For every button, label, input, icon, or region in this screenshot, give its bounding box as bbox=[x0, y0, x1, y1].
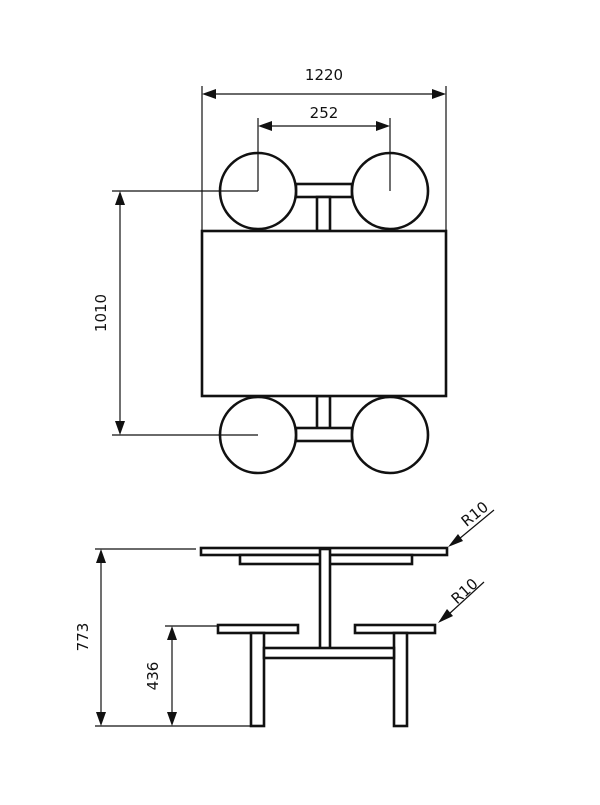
label-seat-radius: R10 bbox=[448, 575, 482, 608]
label-depth: 1010 bbox=[92, 294, 110, 332]
arrowhead-width-left bbox=[202, 89, 216, 99]
callout-seat-radius: R10 bbox=[438, 575, 485, 623]
dimension-table-height: 773 bbox=[74, 548, 251, 727]
leader-table-radius bbox=[458, 509, 495, 540]
label-seat-height: 436 bbox=[144, 662, 162, 691]
arrowhead-depth-bottom bbox=[115, 421, 125, 435]
label-seat-spacing: 252 bbox=[310, 104, 339, 122]
plan-frame-top bbox=[294, 182, 354, 233]
plan-seat-bottom-right bbox=[350, 395, 430, 475]
plan-view: 1220 252 1010 bbox=[92, 66, 448, 475]
plan-stem-bottom bbox=[315, 394, 332, 432]
plan-table-top bbox=[200, 229, 448, 398]
arrowhead-seat-radius bbox=[438, 609, 453, 623]
elevation-frame-rail bbox=[262, 646, 396, 660]
callout-table-radius: R10 bbox=[448, 498, 495, 547]
arrowhead-seat-top bbox=[167, 626, 177, 640]
plan-stem-top bbox=[315, 195, 332, 233]
leader-seat-radius bbox=[448, 581, 485, 615]
arrowhead-spacing-left bbox=[258, 121, 272, 131]
arrowhead-height-bottom bbox=[96, 712, 106, 726]
arrowhead-seat-bottom bbox=[167, 712, 177, 726]
arrowhead-depth-top bbox=[115, 191, 125, 205]
arrowhead-spacing-right bbox=[376, 121, 390, 131]
label-width: 1220 bbox=[305, 66, 343, 84]
label-table-radius: R10 bbox=[458, 498, 492, 531]
arrowhead-height-top bbox=[96, 549, 106, 563]
elevation-leg-right bbox=[392, 631, 409, 728]
plan-crossbar-bottom bbox=[294, 426, 354, 443]
elevation-view: 773 436 R10 R10 bbox=[74, 498, 495, 728]
dimension-depth: 1010 bbox=[92, 190, 258, 436]
arrowhead-table-radius bbox=[448, 534, 463, 547]
dimension-seat-spacing: 252 bbox=[257, 104, 391, 191]
elevation-center-post bbox=[318, 547, 332, 651]
arrowhead-width-right bbox=[432, 89, 446, 99]
elevation-leg-left bbox=[249, 631, 266, 728]
plan-frame-bottom bbox=[294, 394, 354, 443]
label-table-height: 773 bbox=[74, 623, 92, 652]
dimension-seat-height: 436 bbox=[144, 625, 218, 726]
plan-crossbar-top bbox=[294, 182, 354, 199]
dimension-width: 1220 bbox=[201, 66, 447, 231]
